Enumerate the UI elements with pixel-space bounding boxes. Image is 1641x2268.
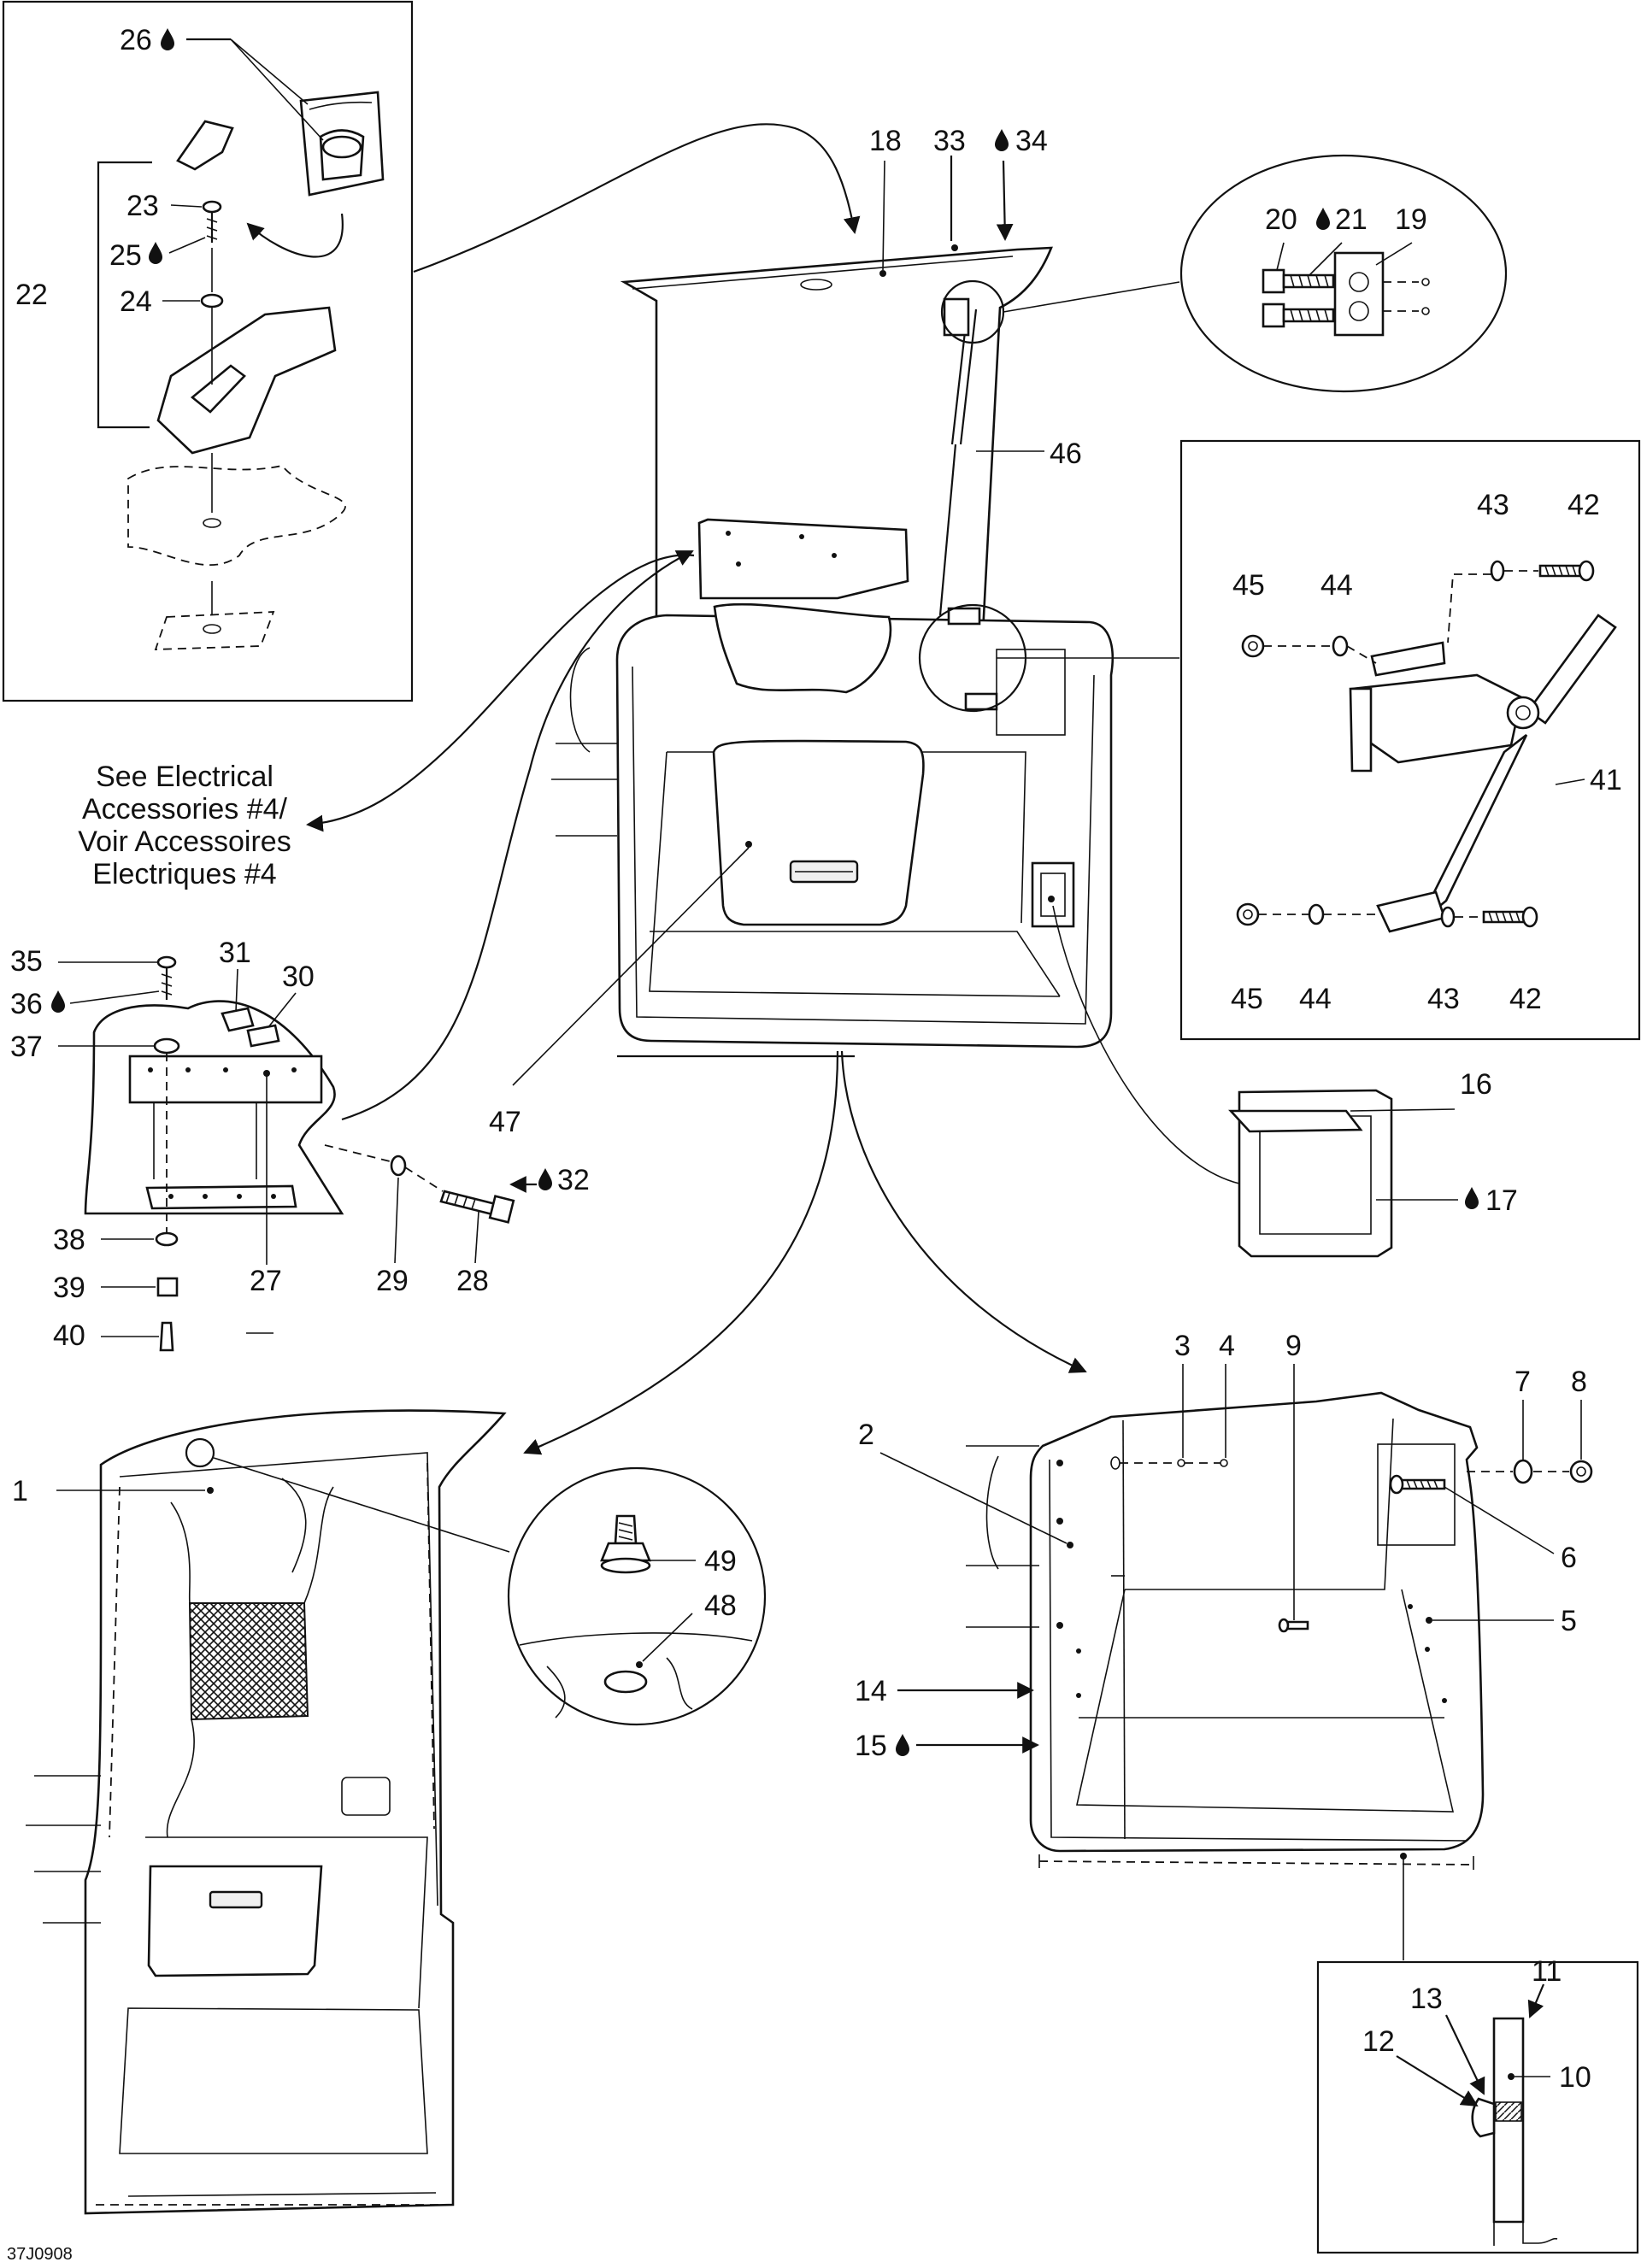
callout-35: 35 xyxy=(10,945,43,978)
bolt-detail-circle xyxy=(1179,154,1508,393)
callout-45-bottom: 45 xyxy=(1231,983,1263,1015)
oil-drop-icon xyxy=(896,1734,909,1756)
callout-17: 17 xyxy=(1485,1184,1518,1217)
oil-drop-icon xyxy=(995,129,1009,151)
callout-11: 11 xyxy=(1532,1955,1562,1988)
callout-46: 46 xyxy=(1050,438,1082,470)
note-electrical-line1: See Electrical xyxy=(96,761,274,793)
note-electrical-line2: Accessories #4/ xyxy=(82,793,288,826)
main-storage-bin xyxy=(551,246,1115,1049)
callout-10: 10 xyxy=(1559,2061,1591,2094)
callout-20: 20 xyxy=(1265,203,1297,236)
callout-2: 2 xyxy=(858,1419,874,1451)
callout-49: 49 xyxy=(704,1545,737,1578)
callout-25: 25 xyxy=(109,239,142,272)
oil-drop-icon xyxy=(51,990,65,1013)
callout-14: 14 xyxy=(855,1675,887,1707)
callout-16: 16 xyxy=(1460,1068,1492,1101)
callout-41: 41 xyxy=(1590,764,1622,796)
note-electrical-line4: Electriques #4 xyxy=(92,858,276,890)
callout-19: 19 xyxy=(1395,203,1427,236)
callout-40: 40 xyxy=(53,1319,85,1352)
callout-30: 30 xyxy=(282,961,315,993)
callout-39: 39 xyxy=(53,1272,85,1304)
callout-33: 33 xyxy=(933,125,966,157)
callout-12: 12 xyxy=(1362,2025,1395,2058)
bin-shell-assembly xyxy=(966,1391,1593,1960)
oil-drop-icon xyxy=(1465,1187,1479,1209)
callout-47: 47 xyxy=(489,1106,521,1138)
callout-36: 36 xyxy=(10,988,43,1020)
callout-48: 48 xyxy=(704,1589,737,1622)
callout-28: 28 xyxy=(456,1265,489,1297)
screw-detail-circle xyxy=(507,1466,767,1726)
callout-4: 4 xyxy=(1219,1330,1235,1362)
callout-34: 34 xyxy=(1015,125,1048,157)
drawing-reference-code: 37J0908 xyxy=(7,2245,73,2264)
callout-5: 5 xyxy=(1561,1605,1577,1637)
callout-42-bottom: 42 xyxy=(1509,983,1542,1015)
oil-drop-icon xyxy=(149,242,162,264)
callout-22: 22 xyxy=(15,279,48,311)
callout-27: 27 xyxy=(250,1265,282,1297)
callout-32: 32 xyxy=(557,1164,590,1196)
callout-44-bottom: 44 xyxy=(1299,983,1332,1015)
oil-drop-icon xyxy=(1316,208,1330,230)
note-electrical-line3: Voir Accessoires xyxy=(78,826,291,858)
callout-43-bottom: 43 xyxy=(1427,983,1460,1015)
bin-cover-assembly xyxy=(26,1409,507,2215)
callout-1: 1 xyxy=(12,1475,28,1507)
callout-23: 23 xyxy=(126,190,159,222)
callout-29: 29 xyxy=(376,1265,409,1297)
callout-43-top: 43 xyxy=(1477,489,1509,521)
callout-42-top: 42 xyxy=(1567,489,1600,521)
callout-9: 9 xyxy=(1285,1330,1302,1362)
vent-frame xyxy=(1228,1089,1456,1258)
callout-7: 7 xyxy=(1515,1366,1531,1398)
callout-8: 8 xyxy=(1571,1366,1587,1398)
callout-15: 15 xyxy=(855,1730,887,1762)
hinge-assembly-detail xyxy=(84,955,515,1352)
callout-24: 24 xyxy=(120,285,152,318)
callout-18: 18 xyxy=(869,125,902,157)
callout-13: 13 xyxy=(1410,1983,1443,2015)
inset-hinge-bracket-detail xyxy=(1179,439,1641,1041)
oil-drop-icon xyxy=(161,28,174,50)
callout-37: 37 xyxy=(10,1031,43,1063)
callout-45-top: 45 xyxy=(1232,569,1265,602)
callout-3: 3 xyxy=(1174,1330,1191,1362)
callout-26: 26 xyxy=(120,24,152,56)
callout-21: 21 xyxy=(1335,203,1368,236)
callout-6: 6 xyxy=(1561,1542,1577,1574)
callout-38: 38 xyxy=(53,1224,85,1256)
callout-44-top: 44 xyxy=(1320,569,1353,602)
oil-drop-icon xyxy=(538,1168,552,1190)
inset-latch-detail xyxy=(2,0,414,702)
inset-seal-detail xyxy=(1316,1960,1639,2254)
callout-31: 31 xyxy=(219,937,251,969)
